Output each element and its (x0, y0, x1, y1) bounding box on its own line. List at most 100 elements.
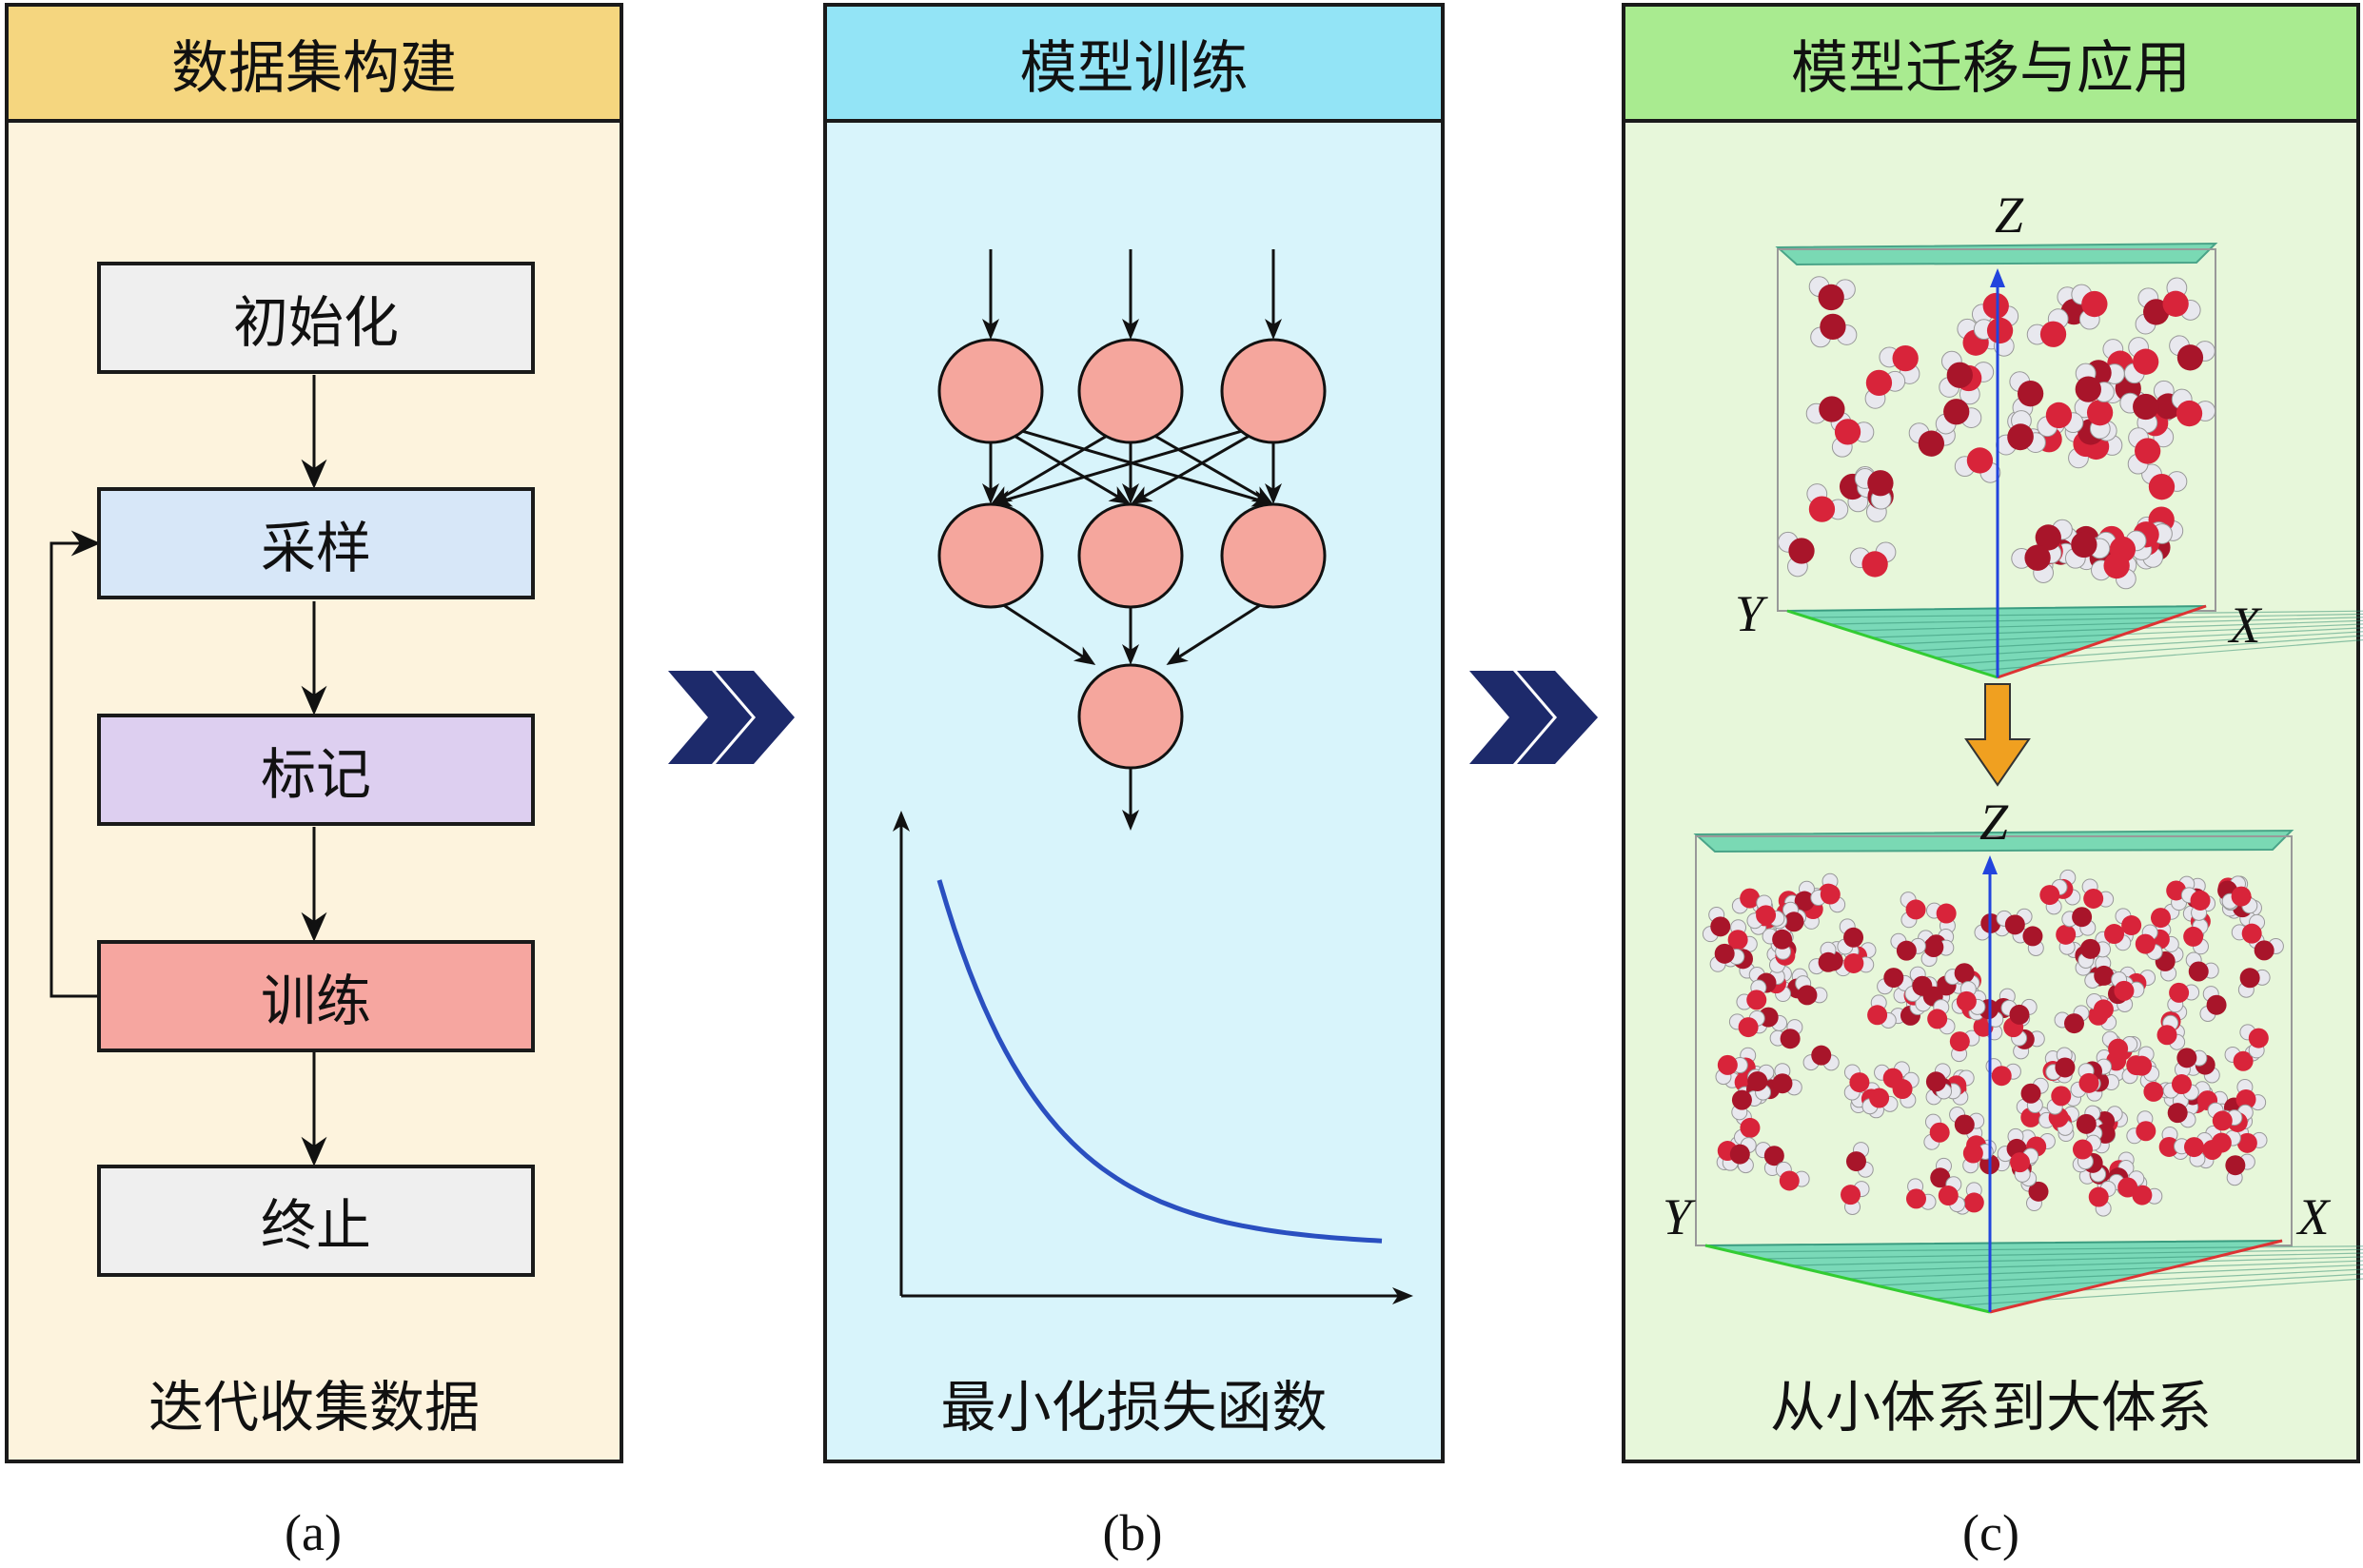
oxygen-atom (1818, 951, 1839, 972)
arrow-line (1172, 595, 1274, 662)
grid-line (1913, 627, 2363, 652)
oxygen-atom (1841, 1185, 1861, 1205)
arrowhead (1131, 486, 1153, 504)
chevron-right-icon (668, 671, 752, 764)
oxygen-atom (1843, 927, 1864, 948)
oxygen-atom (1905, 899, 1926, 920)
grid-line (1733, 1245, 2363, 1253)
grid-line (1955, 635, 2363, 665)
network-node (937, 502, 1044, 609)
y-axis-line (1704, 1244, 1991, 1314)
panel-c-title: 模型迁移与应用 (1625, 7, 2356, 123)
arrow-line (990, 595, 1091, 662)
grid-line (1829, 613, 2363, 625)
oxygen-atom (2064, 1013, 2085, 1034)
oxygen-atom (1962, 1143, 1983, 1164)
oxygen-atom (1986, 317, 2014, 344)
step-terminate: 终止 (97, 1165, 535, 1277)
oxygen-atom (1946, 362, 1973, 388)
oxygen-atom (2206, 994, 2227, 1015)
grid-line (1961, 1278, 2363, 1306)
panel-model-training: 模型训练 最小化损失函数 (823, 3, 1445, 1463)
axis-label-z-large: Z (1979, 794, 2009, 851)
oxygen-atom (2136, 1121, 2156, 1142)
chevron-right-icon (716, 671, 795, 764)
oxygen-atom (2248, 1028, 2269, 1049)
network-node (1077, 663, 1184, 770)
oxygen-atom (2007, 423, 2034, 450)
step-labeling: 标记 (97, 714, 535, 826)
oxygen-atom (2143, 1081, 2164, 1102)
oxygen-atom (2088, 1186, 2109, 1207)
oxygen-atom (2121, 915, 2142, 936)
grid-line (1808, 610, 2363, 618)
oxygen-atom (2162, 290, 2189, 317)
panel-c-footer: 从小体系到大体系 (1769, 1375, 2212, 1440)
arrowhead (1265, 319, 1282, 340)
grid-line (1892, 623, 2363, 645)
arrowhead (1392, 1287, 1413, 1304)
grid-line (1976, 638, 2363, 672)
oxygen-atom (2231, 886, 2252, 907)
oxygen-atom (1923, 936, 1944, 957)
oxygen-atom (1896, 940, 1917, 961)
arrowhead (991, 490, 1014, 507)
oxygen-atom (1930, 1167, 1951, 1188)
grid-line (1819, 1256, 2363, 1273)
arrowhead (982, 483, 999, 504)
oxygen-atom (2017, 381, 2044, 407)
oxygen-atom (2156, 1025, 2177, 1046)
oxygen-atom (2024, 544, 2051, 571)
caption-b: (b) (1102, 1504, 1163, 1561)
oxygen-atom (1849, 1072, 1870, 1093)
oxygen-atom (2076, 1113, 2097, 1134)
grid-line (1847, 1260, 2363, 1280)
oxygen-atom (2078, 1072, 2099, 1093)
grid-line (1876, 1264, 2363, 1286)
oxygen-atom (2150, 908, 2171, 929)
oxygen-atom (2056, 924, 2077, 945)
arrow-line (990, 420, 1267, 504)
oxygen-atom (1740, 1117, 1761, 1138)
chevron-right-icon (1517, 671, 1598, 764)
oxygen-atom (1918, 430, 1945, 457)
oxygen-atom (2176, 1048, 2197, 1068)
oxygen-atom (1710, 916, 1731, 937)
oxygen-atom (1982, 292, 2009, 320)
oxygen-atom (1727, 930, 1748, 951)
oxygen-atom (1954, 1114, 1975, 1135)
axis-label-y-large: Y (1662, 1188, 1692, 1245)
flow-arrows (49, 375, 327, 1166)
network-node (1077, 338, 1184, 444)
step-sampling: 采样 (97, 487, 535, 599)
axis-label-x-small: X (2229, 597, 2261, 654)
oxygen-atom (1949, 1031, 1970, 1052)
oxygen-atom (1714, 943, 1735, 964)
oxygen-atom (1797, 985, 1818, 1006)
oxygen-atom (2190, 890, 2211, 911)
step-training: 训练 (97, 940, 535, 1052)
loss-curve (936, 879, 1383, 1244)
network-node (1220, 338, 1327, 444)
oxygen-atom (1929, 1122, 1950, 1143)
oxygen-atom (1843, 952, 1864, 973)
oxygen-atom (2020, 1083, 2041, 1104)
oxygen-atom (2075, 376, 2101, 402)
grid-line (1762, 1248, 2363, 1260)
arrowhead (893, 811, 910, 832)
grid-line (1933, 1273, 2363, 1300)
oxygen-atom (1905, 1188, 1926, 1209)
oxygen-atom (2083, 888, 2104, 909)
oxygen-atom (2072, 1139, 2093, 1160)
oxygen-atom (2108, 1038, 2129, 1059)
oxygen-atom (1943, 399, 1970, 425)
oxygen-atom (1925, 1071, 1946, 1092)
oxygen-atom (2202, 1139, 2223, 1160)
panel-b-title: 模型训练 (827, 7, 1441, 123)
arrowhead (1122, 644, 1139, 665)
oxygen-atom (1834, 419, 1861, 445)
oxygen-atom (1772, 929, 1793, 950)
arrowhead (1122, 319, 1139, 340)
molecular-boxes (1693, 242, 2363, 1314)
panel-a-title: 数据集构建 (9, 7, 620, 123)
